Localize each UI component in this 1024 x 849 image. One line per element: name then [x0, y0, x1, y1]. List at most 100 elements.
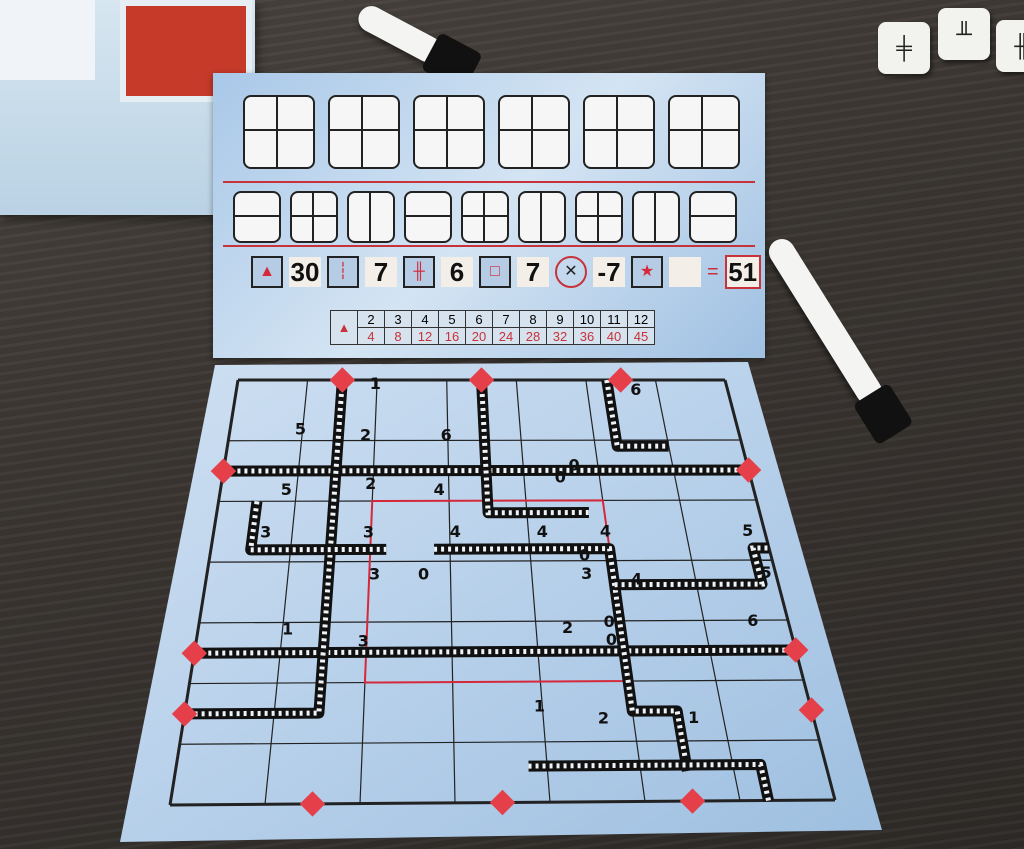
- highway-route: [614, 542, 770, 591]
- exit-arrow-icon: [171, 701, 198, 727]
- center-score[interactable]: 7: [517, 257, 549, 287]
- exit-scoring-table: ▲ 2 3 4 5 6 7 8 9 10 11 12 4 8 12 16 20 …: [330, 310, 655, 345]
- special-tile[interactable]: [498, 95, 570, 169]
- exit-points: 4: [357, 327, 385, 345]
- exit-points: 32: [546, 327, 574, 345]
- exit-arrow-icon: [607, 367, 634, 393]
- route-number: 4: [600, 522, 611, 541]
- special-tile[interactable]: [243, 95, 315, 169]
- grid-line: [515, 379, 551, 803]
- exit-arrow-icon: [489, 789, 516, 816]
- bonus-score[interactable]: [669, 257, 701, 287]
- exits-score[interactable]: 30: [289, 257, 321, 287]
- equals-sign: =: [707, 260, 719, 283]
- highway-route-center: [483, 470, 589, 516]
- round-tile[interactable]: [461, 191, 509, 243]
- route-number: 1: [534, 697, 545, 716]
- highway-route: [317, 379, 348, 653]
- exit-arrow-icon: [735, 457, 762, 483]
- exit-count: 12: [627, 310, 655, 328]
- route-number: 4: [450, 522, 461, 541]
- route-number: 6: [747, 611, 758, 630]
- grid-line: [446, 379, 456, 803]
- grid-line: [179, 739, 820, 745]
- highway-route-center: [479, 379, 489, 471]
- score-row: ▲ 30 ┆ 7 ╫ 6 □ 7 ✕ -7 ★ = 51: [251, 255, 761, 289]
- round-tile[interactable]: [518, 191, 566, 243]
- exit-points: 24: [492, 327, 520, 345]
- highway-route-center: [247, 501, 387, 553]
- exit-arrow-icon: ▲: [251, 256, 283, 288]
- route-number: 5: [295, 420, 306, 439]
- board-exits: [171, 367, 825, 817]
- divider: [223, 245, 755, 247]
- exit-points: 40: [600, 327, 628, 345]
- exit-arrow-icon: [468, 367, 495, 393]
- route-number: 6: [441, 425, 452, 444]
- exit-arrow-icon: [679, 788, 706, 814]
- highway-route: [184, 652, 329, 720]
- special-routes-row: [243, 95, 740, 169]
- special-tile[interactable]: [668, 95, 740, 169]
- grid-line: [199, 619, 788, 624]
- drawn-routes: [184, 379, 796, 802]
- exit-points: 36: [573, 327, 601, 345]
- highway-score[interactable]: 6: [441, 257, 473, 287]
- grid-line: [168, 379, 240, 806]
- special-tile[interactable]: [413, 95, 485, 169]
- route-number: 2: [598, 708, 609, 727]
- route-number: 0: [579, 546, 590, 565]
- round-tile[interactable]: [347, 191, 395, 243]
- route-die[interactable]: ╨: [938, 8, 990, 60]
- star-icon: ★: [631, 256, 663, 288]
- errors-score[interactable]: -7: [593, 257, 625, 287]
- route-number: 2: [365, 474, 376, 493]
- route-number: 5: [742, 521, 753, 540]
- highway-route: [434, 543, 693, 772]
- route-number: 3: [363, 522, 374, 541]
- round-tile[interactable]: [404, 191, 452, 243]
- board-sheet: [120, 362, 882, 842]
- route-number: 3: [358, 631, 369, 650]
- round-tracker-row: [233, 191, 737, 243]
- highway-route-center: [194, 647, 796, 656]
- route-number: 0: [418, 564, 429, 583]
- route-number: 3: [369, 565, 380, 584]
- longest-highway-icon: ╫: [403, 256, 435, 288]
- route-number: 0: [555, 467, 566, 486]
- exit-arrow-icon: ▲: [330, 310, 358, 345]
- route-number: 3: [581, 564, 592, 583]
- route-number: 1: [282, 620, 293, 639]
- route-number: 6: [630, 380, 641, 399]
- longest-railway-icon: ┆: [327, 256, 359, 288]
- grid-line: [723, 379, 837, 801]
- round-tile[interactable]: [290, 191, 338, 243]
- exit-arrow-icon: [329, 367, 356, 393]
- total-score[interactable]: 51: [724, 255, 761, 289]
- divider: [223, 181, 755, 183]
- grid-line: [264, 379, 309, 805]
- exit-arrow-icon: [181, 640, 208, 666]
- exit-points: 20: [465, 327, 493, 345]
- route-number: 4: [631, 570, 642, 589]
- round-tile[interactable]: [233, 191, 281, 243]
- exit-arrow-icon: [798, 697, 825, 723]
- route-number: 0: [569, 455, 580, 474]
- exit-points: 45: [627, 327, 655, 345]
- round-tile[interactable]: [575, 191, 623, 243]
- round-tile[interactable]: [689, 191, 737, 243]
- special-tile[interactable]: [583, 95, 655, 169]
- route-number: 4: [434, 480, 445, 499]
- route-number: 3: [260, 523, 271, 542]
- game-box: [0, 0, 255, 215]
- route-die[interactable]: ╫: [996, 20, 1024, 72]
- round-tile[interactable]: [632, 191, 680, 243]
- special-tile[interactable]: [328, 95, 400, 169]
- exit-count: 10: [573, 310, 601, 328]
- route-number: 2: [360, 426, 371, 445]
- route-die[interactable]: ╪: [878, 22, 930, 74]
- highway-route-center: [604, 379, 669, 449]
- railway-score[interactable]: 7: [365, 257, 397, 287]
- route-number: 5: [281, 480, 292, 499]
